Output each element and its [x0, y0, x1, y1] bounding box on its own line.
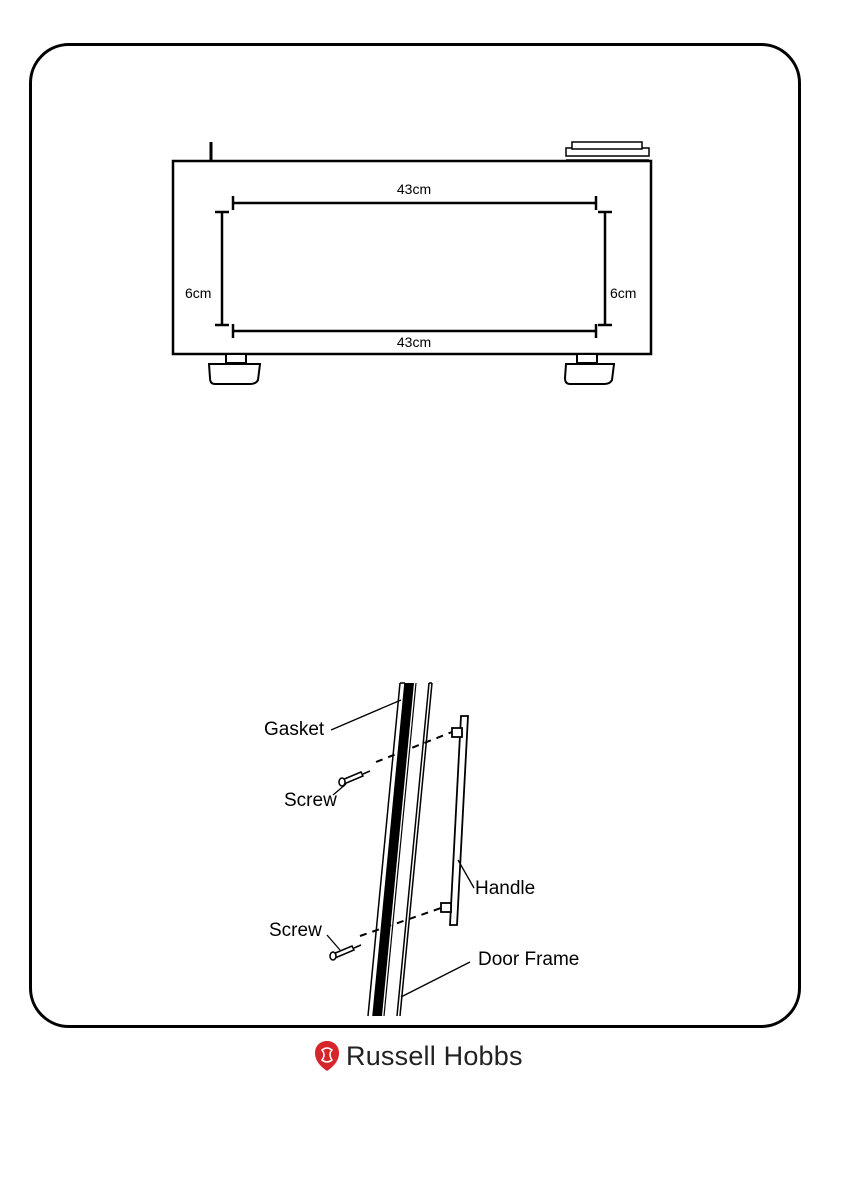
height-right-label: 6cm [610, 285, 636, 301]
width-bottom-label: 43cm [397, 334, 431, 350]
handle [441, 716, 468, 925]
gasket-label: Gasket [264, 719, 325, 740]
screw-bottom-label: Screw [269, 920, 322, 941]
handle-installation-diagram [327, 683, 474, 1016]
gasket-strip [373, 683, 414, 1016]
handle-label: Handle [475, 878, 535, 899]
screw-top [339, 771, 370, 786]
brand-logo: Russell Hobbs [314, 1040, 523, 1072]
door-frame-label: Door Frame [478, 949, 579, 970]
top-hinge [566, 142, 649, 160]
brand-emblem-icon [314, 1040, 340, 1072]
brand-name: Russell Hobbs [346, 1041, 523, 1072]
dimension-lines [215, 196, 612, 338]
screw-top-label: Screw [284, 790, 337, 811]
screw-bottom [330, 945, 361, 960]
left-foot [209, 354, 260, 384]
height-left-label: 6cm [185, 285, 211, 301]
width-top-label: 43cm [397, 181, 431, 197]
right-foot [565, 354, 614, 384]
